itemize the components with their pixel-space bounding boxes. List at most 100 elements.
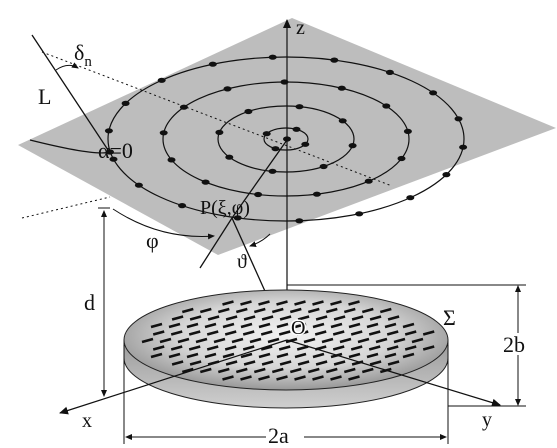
disc-slot xyxy=(402,352,415,359)
element-dot xyxy=(167,157,176,163)
disc-slot xyxy=(206,330,219,336)
element-dot xyxy=(254,191,263,198)
disc-slot xyxy=(242,345,255,351)
element-dot xyxy=(355,211,364,217)
disc-slot xyxy=(235,367,248,374)
disc-slot xyxy=(315,360,328,366)
disc-slot xyxy=(422,345,435,351)
disc-slot xyxy=(312,375,324,381)
theta-arc xyxy=(249,233,271,247)
disc-slot xyxy=(312,300,324,306)
disc-slot xyxy=(276,300,288,306)
disc-slot xyxy=(168,322,181,329)
disc-slot xyxy=(170,345,183,351)
disc-slot xyxy=(297,315,310,321)
disc-slot xyxy=(150,352,163,359)
element-dot xyxy=(301,141,310,147)
disc-slot xyxy=(188,330,201,336)
label-y: y xyxy=(482,409,492,431)
disc-slot xyxy=(312,322,325,329)
disc-slot xyxy=(321,337,334,344)
disc-slot xyxy=(315,315,328,321)
disc-slot xyxy=(294,352,307,359)
disc-slot xyxy=(271,367,284,374)
element-dot xyxy=(406,195,415,201)
element-dot xyxy=(292,126,301,132)
element-dot xyxy=(442,172,451,178)
disc-slot xyxy=(350,330,363,336)
disc-slot xyxy=(258,322,271,329)
disc-slot xyxy=(141,337,154,344)
element-dot xyxy=(109,156,118,162)
element-dot xyxy=(268,54,277,60)
disc-slot xyxy=(152,330,165,336)
disc-slot xyxy=(387,360,400,366)
disc-slot xyxy=(243,315,256,321)
delta-arc xyxy=(55,62,79,71)
disc-slot xyxy=(150,322,163,329)
disc-slot xyxy=(240,375,252,381)
disc-slot xyxy=(206,345,219,351)
disc-slot xyxy=(330,375,342,381)
disc-slot xyxy=(181,367,194,374)
element-dot xyxy=(121,100,130,106)
line-P-lower xyxy=(199,217,233,269)
disc-slot xyxy=(271,307,284,314)
element-dot xyxy=(268,168,277,174)
disc-slot xyxy=(384,352,397,359)
label-P: P(ξ,φ) xyxy=(200,197,250,219)
disc-slot xyxy=(404,330,417,336)
disc-slot xyxy=(170,330,183,336)
element-dot xyxy=(225,154,234,160)
L-line xyxy=(31,34,111,154)
disc-slot xyxy=(260,330,273,336)
disc-slot xyxy=(294,322,307,329)
disc-slot xyxy=(276,352,289,359)
disc-slot xyxy=(261,360,274,366)
element-dots xyxy=(104,54,468,224)
disc-slot xyxy=(333,315,346,321)
disc-slot xyxy=(348,352,361,359)
label-theta: ϑ xyxy=(237,251,247,273)
disc-slot xyxy=(231,337,244,344)
disc-slot xyxy=(243,360,256,366)
disc-slot xyxy=(333,360,346,366)
element-dot xyxy=(159,130,168,136)
label-2b: 2b xyxy=(503,332,525,357)
disc-slot xyxy=(294,300,306,306)
label-phi: φ xyxy=(146,228,159,253)
disc-slot xyxy=(258,375,270,381)
disc-slot xyxy=(276,322,289,329)
disc-slot xyxy=(279,360,292,366)
element-dot xyxy=(348,143,357,149)
element-dot xyxy=(364,178,373,184)
disc-slot xyxy=(181,307,194,314)
phi-arc xyxy=(112,208,215,240)
disc-slot xyxy=(199,307,212,314)
disc-slot xyxy=(258,300,270,306)
disc-slot xyxy=(152,345,165,351)
disc-slot xyxy=(188,345,201,351)
disc-slot xyxy=(387,315,400,321)
element-dot xyxy=(338,118,347,124)
2b-label-bg xyxy=(500,333,542,355)
label-L: L xyxy=(38,84,51,109)
disc-slot xyxy=(384,322,397,329)
disc-slot xyxy=(276,375,288,381)
element-dot xyxy=(454,116,463,122)
element-dot xyxy=(295,104,304,110)
disc-slot xyxy=(222,300,234,306)
disc-slot xyxy=(386,345,399,351)
disc-slot xyxy=(186,352,199,359)
element-dot xyxy=(385,69,394,75)
disc-slot xyxy=(348,375,360,381)
disc-slot xyxy=(177,337,190,344)
y-axis xyxy=(286,339,501,407)
label-delta: δn xyxy=(74,40,92,70)
label-delta-subscript: n xyxy=(84,54,92,70)
dotted-line-left xyxy=(21,196,111,219)
element-dot xyxy=(179,104,188,110)
disc-slot xyxy=(159,337,172,344)
disc-slot xyxy=(361,307,374,314)
disc-slot xyxy=(171,360,184,366)
